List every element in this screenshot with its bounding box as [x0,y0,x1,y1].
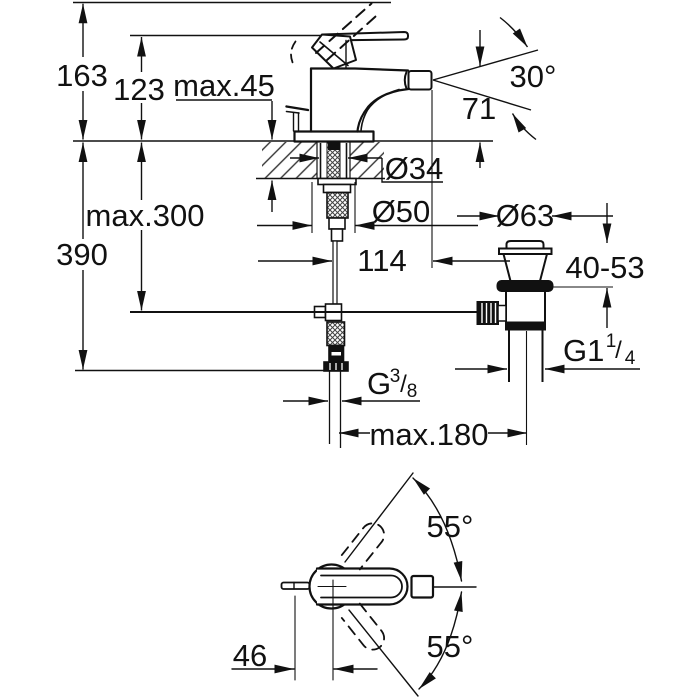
supply-thread-sub: 8 [407,381,418,402]
dim-spray-angle: 30° [510,59,557,94]
pop-up-waste-valve [476,240,554,445]
faucet-top-view [231,472,477,697]
dim-clamping-range: 40-53 [565,250,644,285]
spout-tip-top-view [410,574,435,599]
mounting-deck [262,141,384,179]
dim-deck-thickness: max.45 [173,68,275,103]
aerator-tip [407,70,433,91]
dim-waste-thread: G1 1 / 4 [563,331,636,369]
dimension-labels: 163 123 max.45 30° 71 Ø34 Ø50 114 Ø63 40… [56,58,645,673]
waste-thread-main: G1 [563,333,604,368]
dim-base-diameter: Ø50 [372,194,431,229]
dim-waste-flange-diameter: Ø63 [496,198,555,233]
waste-thread-sub: 4 [625,348,636,369]
threaded-shank [319,142,348,179]
waste-thread-sup: 1 [606,331,617,352]
dim-hole-diameter: Ø34 [385,151,444,186]
handle-swing-lower-dashed [340,602,385,651]
supply-hose-assembly [313,177,357,448]
supply-thread-sup: 3 [390,366,401,387]
handle-raised-dashed-outline [290,2,381,65]
handle-swing-upper-dashed [340,522,385,571]
dim-supply-thread: G 3 / 8 [367,366,417,402]
dim-handle-swing-upper: 55° [427,509,474,544]
dim-below-height: 390 [56,237,108,272]
dimension-lines [78,3,640,438]
label-backgrounds [57,57,204,270]
pop-up-rod-knob [285,105,310,132]
dim-hose-length: max.300 [86,198,205,233]
waste-thread-slash: / [615,337,622,364]
dim-height-to-handle: 123 [113,72,165,107]
pop-up-rod-top-view [280,581,311,590]
dim-handle-swing-lower: 55° [427,629,474,664]
dim-outlet-height: 71 [462,91,496,126]
dim-height-overall: 163 [56,58,108,93]
dim-handle-offset: 46 [233,638,267,673]
reference-lines [73,1,493,372]
spray-cone [432,16,539,141]
dim-spout-reach: 114 [357,243,406,278]
supply-thread-main: G [367,366,391,401]
supply-thread-slash: / [400,371,407,398]
dim-rod-length: max.180 [370,417,489,452]
faucet-side-view [285,2,433,143]
